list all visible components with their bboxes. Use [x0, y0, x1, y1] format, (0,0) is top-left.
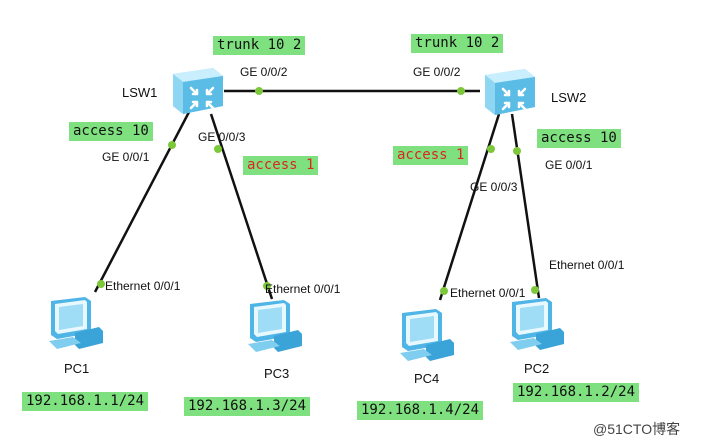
pc-icon[interactable]: [506, 294, 566, 354]
port-label-lsw1-ge001: GE 0/0/1: [102, 150, 150, 164]
device-name-pc2: PC2: [524, 361, 550, 376]
port-dot-lsw1-ge001: [168, 141, 176, 149]
pc-icon[interactable]: [244, 296, 304, 356]
config-lsw1-access10: access 10: [69, 122, 153, 141]
port-label-lsw1-ge002: GE 0/0/2: [240, 65, 288, 79]
port-dot-lsw2-ge002: [457, 87, 465, 95]
port-dot-pc2-eth: [531, 286, 539, 294]
pc-icon[interactable]: [45, 293, 105, 353]
port-label-lsw2-ge002: GE 0/0/2: [413, 65, 461, 79]
config-lsw2-access10: access 10: [537, 129, 621, 148]
config-lsw2-access1: access 1: [393, 146, 469, 165]
port-label-pc1-eth: Ethernet 0/0/1: [105, 279, 181, 293]
ip-address-pc2: 192.168.1.2/24: [513, 383, 640, 402]
port-dot-lsw1-ge003: [214, 145, 222, 153]
port-dot-lsw1-ge002: [255, 87, 263, 95]
ip-address-pc4: 192.168.1.4/24: [357, 401, 484, 420]
port-dot-pc1-eth: [97, 280, 105, 288]
ip-address-pc1: 192.168.1.1/24: [22, 392, 149, 411]
port-label-lsw2-ge003: GE 0/0/3: [470, 180, 518, 194]
link-lsw1-pc3: [209, 113, 274, 300]
port-label-pc4-eth: Ethernet 0/0/1: [450, 286, 526, 300]
ip-address-pc3: 192.168.1.3/24: [184, 397, 311, 416]
device-name-pc3: PC3: [264, 366, 290, 381]
port-dot-pc3-eth: [263, 282, 271, 290]
link-lsw2-pc4: [438, 113, 501, 301]
device-name-lsw2: LSW2: [551, 90, 587, 105]
port-dot-pc4-eth: [440, 287, 448, 295]
link-lsw2-pc2: [510, 113, 541, 299]
pc-icon[interactable]: [396, 305, 456, 365]
config-lsw1-trunk: trunk 10 2: [213, 36, 306, 55]
switch-icon[interactable]: [165, 66, 227, 116]
config-lsw2-trunk: trunk 10 2: [411, 34, 504, 53]
port-label-pc3-eth: Ethernet 0/0/1: [265, 282, 341, 296]
config-lsw1-access1: access 1: [243, 156, 319, 175]
switch-icon[interactable]: [477, 67, 539, 117]
port-label-lsw2-ge001: GE 0/0/1: [545, 158, 593, 172]
device-name-lsw1: LSW1: [122, 85, 158, 100]
port-dot-lsw2-ge001: [513, 147, 521, 155]
port-label-lsw1-ge003: GE 0/0/3: [198, 130, 246, 144]
device-name-pc4: PC4: [414, 371, 440, 386]
port-label-pc2-eth: Ethernet 0/0/1: [549, 258, 625, 272]
watermark-text: @51CTO博客: [593, 421, 681, 437]
device-name-pc1: PC1: [64, 361, 90, 376]
port-dot-lsw2-ge003: [487, 145, 495, 153]
